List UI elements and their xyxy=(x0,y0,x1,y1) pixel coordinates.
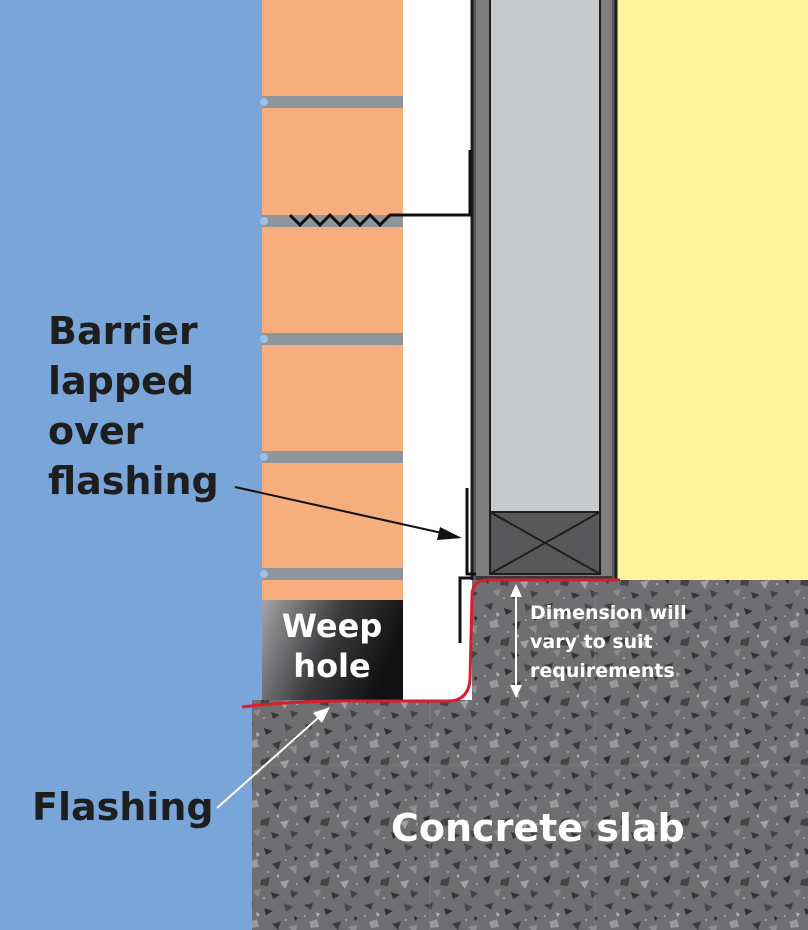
weep-label-line-1: Weep xyxy=(281,607,383,645)
flashing-upstand xyxy=(458,576,472,643)
wall-cavity xyxy=(403,0,472,700)
flashing-leader xyxy=(216,707,330,809)
bottom-plate xyxy=(489,511,601,575)
concrete-slab-label: Concrete slab xyxy=(391,806,685,850)
weep-hole xyxy=(262,600,403,700)
wall-tie xyxy=(288,150,472,228)
barrier-label-line-1: Barrier xyxy=(48,309,198,353)
dimension-arrow xyxy=(510,584,522,698)
weep-label-line-2: hole xyxy=(293,647,371,685)
concrete-slab xyxy=(252,580,808,930)
brick-veneer xyxy=(260,0,403,600)
barrier-label-line-4: flashing xyxy=(48,459,219,503)
flashing-label: Flashing xyxy=(32,785,214,829)
building-barrier xyxy=(465,488,476,576)
barrier-label-line-2: lapped xyxy=(48,359,195,403)
dimension-note-line-2: vary to suit xyxy=(530,631,653,653)
barrier-label-line-3: over xyxy=(48,409,144,453)
timber-frame xyxy=(470,0,618,580)
barrier-leader xyxy=(234,486,462,540)
barrier-label: Barrier lapped over flashing xyxy=(48,306,219,506)
dimension-note: Dimension will vary to suit requirements xyxy=(530,599,687,686)
dimension-note-line-1: Dimension will xyxy=(530,602,687,624)
dimension-note-line-3: requirements xyxy=(530,660,675,682)
flashing xyxy=(241,578,620,709)
interior-lining xyxy=(616,0,808,580)
